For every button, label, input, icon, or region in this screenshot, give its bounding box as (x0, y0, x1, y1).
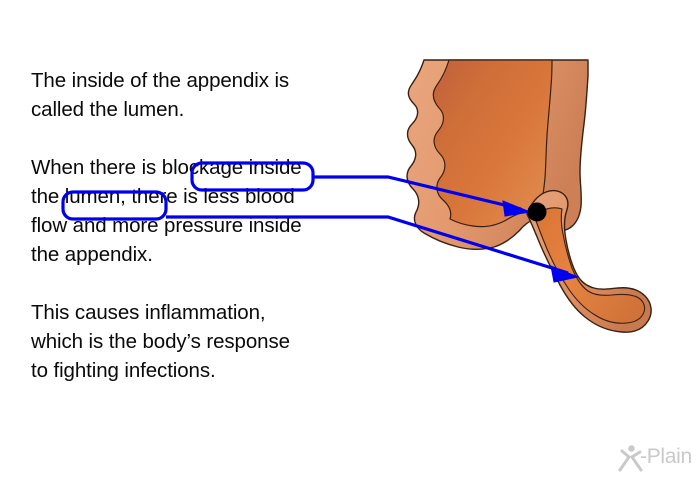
blockage-marker (527, 202, 547, 222)
text-span: the (31, 185, 65, 208)
text-span: The inside of the appendix is (31, 69, 290, 92)
text-span: When there is (31, 156, 162, 179)
stick-figure-icon (618, 445, 643, 472)
text-span: called the lumen. (31, 98, 185, 121)
text-line: The inside of the appendix is (31, 66, 391, 95)
paragraph-3: This causes inflammation, which is the bo… (31, 298, 391, 385)
logo-wordmark: -Plain (640, 445, 692, 468)
highlight-box-blockage[interactable] (190, 161, 315, 192)
text-line: to fighting infections. (31, 356, 391, 385)
paragraph-1: The inside of the appendix is called the … (31, 66, 391, 124)
text-line: called the lumen. (31, 95, 391, 124)
text-line: This causes inflammation, (31, 298, 391, 327)
x-plain-logo: -Plain (618, 444, 696, 474)
highlight-box-lumen[interactable] (61, 190, 168, 221)
text-line: which is the body’s response (31, 327, 391, 356)
text-span: which is the body’s response (31, 330, 290, 353)
blockage-arrow (313, 175, 532, 217)
text-span: This causes inflammation, (31, 301, 266, 324)
text-span: to fighting infections. (31, 359, 216, 382)
text-line: the appendix. (31, 240, 391, 269)
text-span: the appendix. (31, 243, 153, 266)
lumen-arrow (166, 215, 580, 283)
